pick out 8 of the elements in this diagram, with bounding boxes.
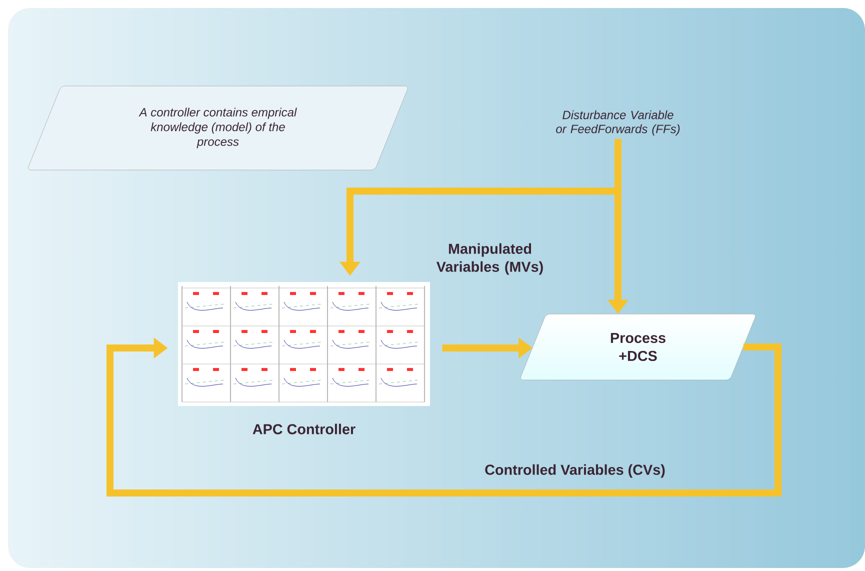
note-box: A controller contains emprical knowledge (model) of the process [28,86,408,170]
flow-label: Manipulated Variables (MVs) [436,243,543,275]
input-label: Disturbance Variable or FeedForwards (FFs) [556,110,680,136]
arrow [106,338,782,496]
picture [178,282,430,406]
process-box: Process +DCS [520,314,756,380]
edge-label: Controlled Variables (CVs) [485,464,665,478]
node-label: APC Controller [252,424,356,434]
